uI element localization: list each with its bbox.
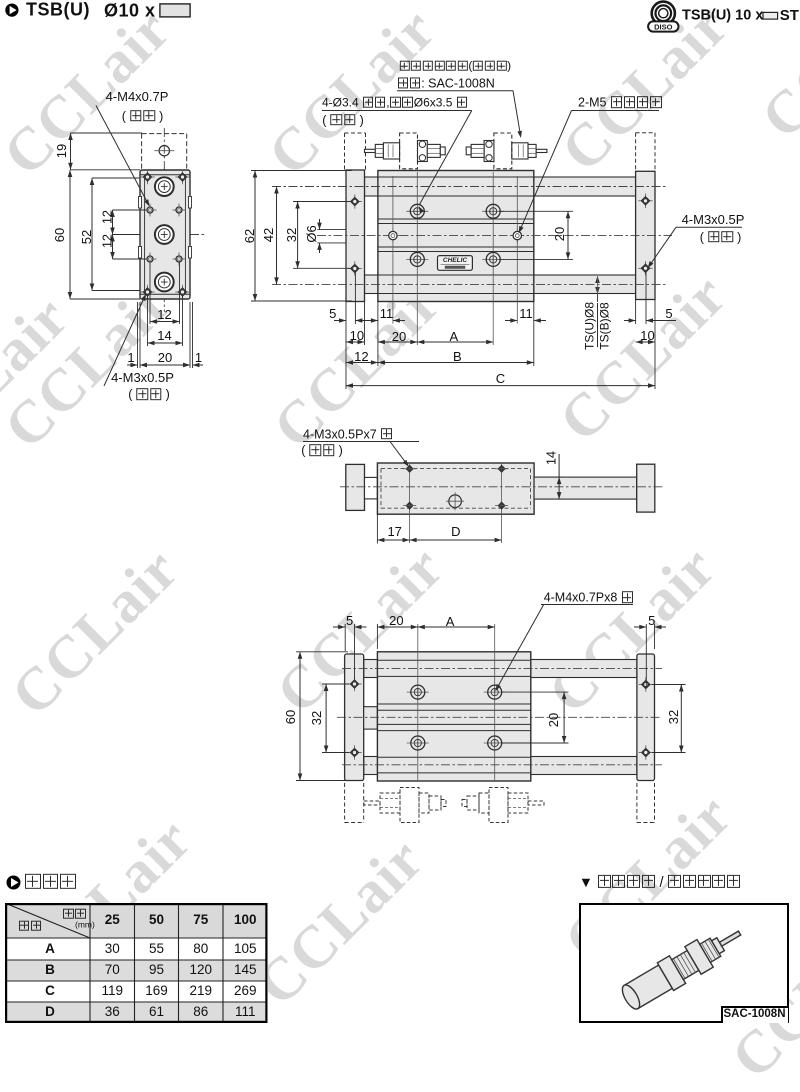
svg-text:DISO: DISO: [654, 22, 673, 31]
svg-text:CHELIC: CHELIC: [443, 257, 468, 264]
